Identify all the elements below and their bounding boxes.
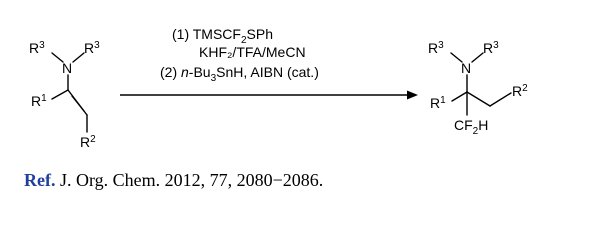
bond-p-ch2-r2 [489,92,512,107]
reaction-scheme: R3 N R3 R1 R2 (1) TMSCF2SPh KHF₂/TFA/MeC… [29,26,528,150]
bond-r3-n-left [51,52,64,63]
bond-p-c-ch2 [466,91,491,107]
product-structure [450,52,512,116]
reactant-r3-left-label: R3 [29,40,45,56]
bond-p-n-r3-right [471,52,484,63]
product-r3-right-label: R3 [483,40,499,56]
double-bond-inner [71,95,85,112]
bond-p-r3-n-left [450,52,463,63]
reactant-r3-right-label: R3 [84,40,100,56]
reaction-arrow [120,90,418,100]
bond-p-c-r1 [451,91,468,102]
condition-step1: (1) TMSCF2SPh [172,26,273,46]
condition-step2: (2) n-Bu3SnH, AIBN (cat.) [160,64,319,84]
product-cf2h-label: CF2H [454,117,488,137]
product-n-label: N [461,60,471,76]
reference-label: Ref. [24,170,56,190]
reactant-r2-label: R2 [80,134,96,150]
reactant-structure [51,52,88,133]
bond-c-r1 [51,89,69,100]
reactant-r1-label: R1 [31,93,47,109]
bond-n-r3-right [72,52,85,63]
reactant-n-label: N [62,60,72,76]
reference-text: J. Org. Chem. 2012, 77, 2080−2086. [55,170,324,190]
condition-step1-line2: KHF₂/TFA/MeCN [199,44,306,60]
product-r3-left-label: R3 [428,40,444,56]
reference-citation: Ref. J. Org. Chem. 2012, 77, 2080−2086. [24,170,323,191]
product-r1-label: R1 [430,95,446,111]
product-r2-label: R2 [512,83,528,99]
